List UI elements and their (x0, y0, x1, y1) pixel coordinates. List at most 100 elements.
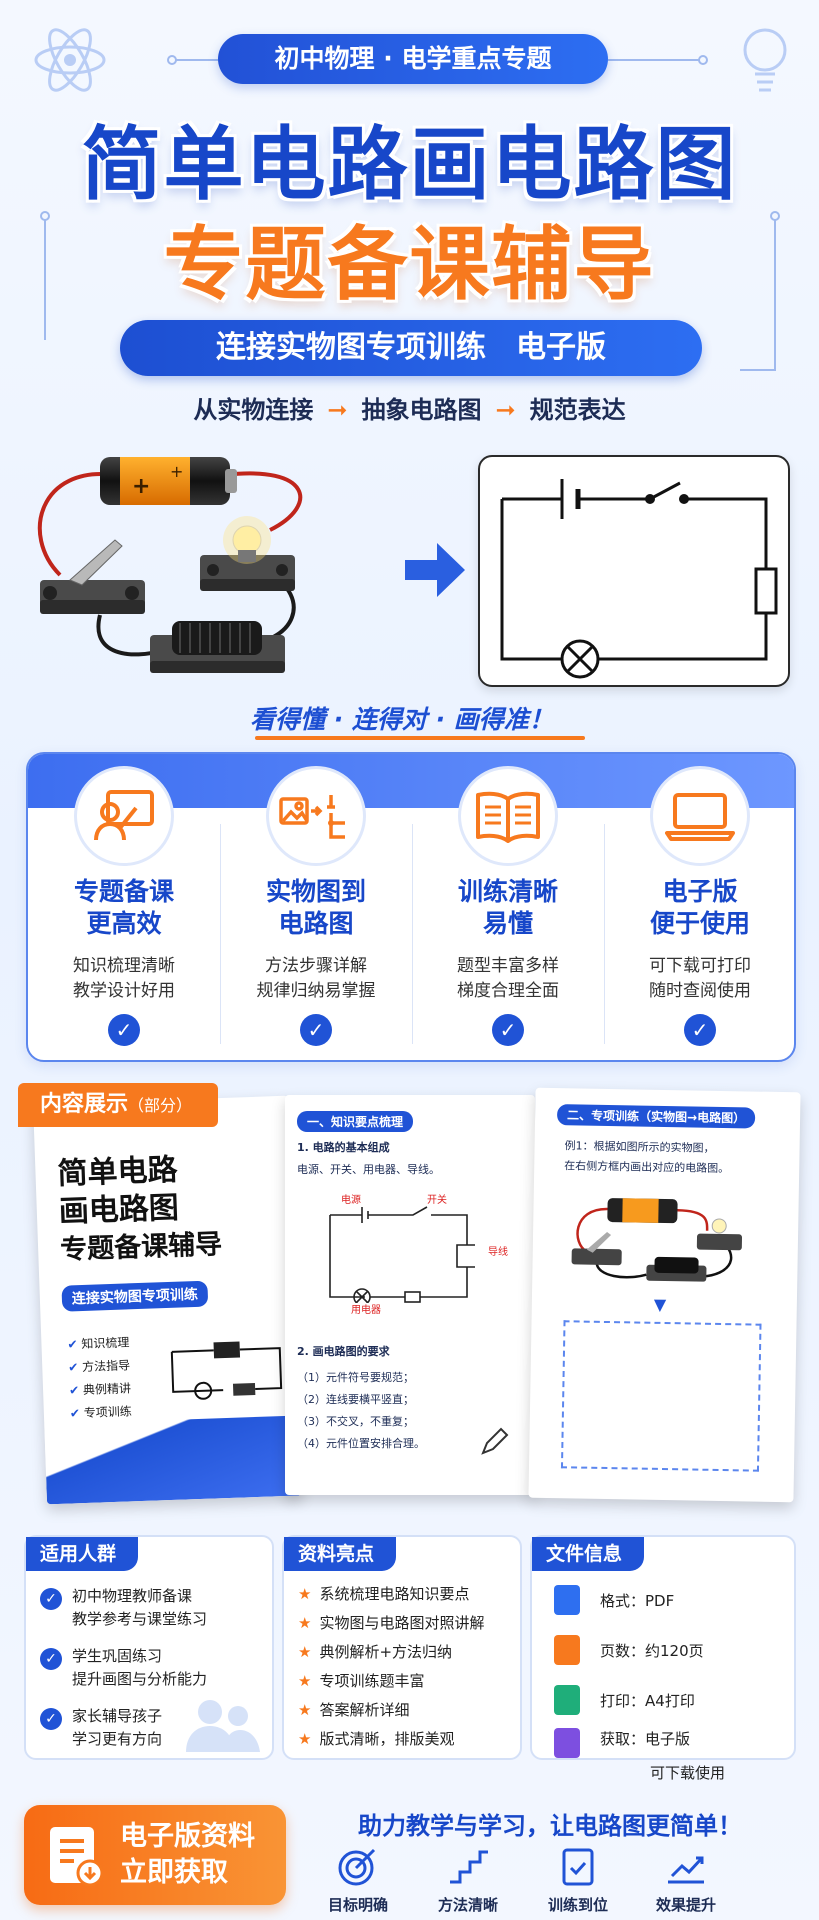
page2-text: 电源、开关、用电器、导线。 (297, 1163, 440, 1176)
feature-desc: 规律归纳易掌握 (256, 981, 376, 1001)
benefit-label: 效果提升 (655, 1896, 716, 1914)
training-page: 二、专项训练（实物图→电路图） 例1：根据如图所示的实物图， 在右侧方框内画出对… (528, 1087, 801, 1503)
panel-title: 适用人群 (26, 1537, 139, 1571)
feature-desc: 教学设计好用 (73, 981, 175, 1001)
cover-item-label: 典例精讲 (82, 1381, 132, 1398)
svg-text:+: + (170, 462, 183, 481)
mini-circuit (170, 1341, 283, 1400)
check-icon: ✓ (40, 1648, 62, 1670)
section-head: 二、专项训练（实物图→电路图） (556, 1104, 756, 1129)
document-download-icon (50, 1827, 104, 1887)
slogan-underline (255, 736, 585, 740)
check-icon: ✓ (492, 1014, 524, 1046)
highlight-label: 实物图与电路图对照讲解 (319, 1614, 485, 1632)
cta-line1: 电子版资料 (120, 1821, 255, 1852)
feature-desc: 知识梳理清晰 (73, 956, 175, 976)
check-icon: ✓ (684, 1014, 716, 1046)
feature-title: 电路图 (278, 909, 354, 938)
audience-line: 学生巩固练习 (72, 1647, 163, 1665)
cover-title-line1: 简单电路 (56, 1152, 179, 1192)
get-resource-button[interactable]: 电子版资料立即获取 (24, 1805, 286, 1905)
feature-card: 训练清晰易懂 题型丰富多样梯度合理全面 ✓ (412, 754, 604, 1060)
subtitle-pill: 连接实物图专项训练 电子版 (120, 320, 702, 376)
cover-pill: 连接实物图专项训练 (61, 1280, 209, 1312)
check-icon: ✔ (68, 1383, 84, 1398)
highlight-label: 典例解析+方法归纳 (319, 1643, 453, 1661)
svg-text:+: + (132, 474, 150, 499)
highlight-item: ★ 典例解析+方法归纳 (298, 1641, 452, 1662)
stairs-icon (450, 1850, 488, 1884)
physical-circuit-illustration: ++ (37, 457, 303, 673)
highlight-item: ★答案解析详细 (298, 1699, 409, 1720)
label-load: 用电器 (351, 1305, 381, 1316)
audience-line: 提升画图与分析能力 (72, 1670, 208, 1688)
audience-panel: 适用人群 ✓初中物理教师备课教学参考与课堂练习 ✓学生巩固练习提升画图与分析能力… (24, 1535, 274, 1760)
feature-desc: 题型丰富多样 (457, 956, 559, 976)
cover-item: ✔ 典例精讲 (69, 1377, 132, 1402)
feature-panel: 专题备课更高效 知识梳理清晰教学设计好用 ✓ 实物图到电路图 方法步骤详解规律归… (26, 752, 796, 1062)
label-wire: 导线 (488, 1247, 508, 1258)
download-icon (554, 1728, 580, 1758)
fileinfo-value: 约120页 (645, 1642, 704, 1660)
mini-physical-circuit (571, 1198, 743, 1282)
feature-title: 电子版 (662, 877, 738, 906)
check-icon: ✓ (40, 1588, 62, 1610)
feature-desc: 可下载可打印 (649, 956, 751, 976)
fileinfo-key: 页数： (600, 1642, 646, 1660)
requirement-item: （4）元件位置安排合理。 (297, 1437, 425, 1450)
topic-pill: 初中物理 · 电学重点专题 (218, 34, 608, 84)
page-title-line2: 专题备课辅导 (163, 218, 656, 311)
check-icon: ✔ (67, 1337, 82, 1352)
circuit-decoration (40, 55, 780, 371)
feature-title: 便于使用 (649, 909, 750, 938)
showcase-tag-note: （部分） (128, 1096, 193, 1115)
slogan: 看得懂 · 连得对 · 画得准！ (250, 705, 554, 734)
printer-icon (554, 1685, 580, 1715)
feature-title: 易懂 (482, 909, 533, 938)
star-icon: ★ (298, 1643, 312, 1661)
laptop-icon (650, 766, 750, 866)
highlight-label: 系统梳理电路知识要点 (319, 1585, 470, 1603)
page-title-line1: 简单电路画电路图 (81, 118, 738, 211)
answer-box[interactable] (560, 1320, 762, 1472)
pages-icon (554, 1635, 580, 1665)
highlights-panel: 资料亮点 ★系统梳理电路知识要点 ★实物图与电路图对照讲解 ★典例解析+方法归纳… (282, 1535, 522, 1760)
cover-item: ✔ 知识梳理 (67, 1331, 130, 1356)
feature-card: 电子版便于使用 可下载可打印随时查阅使用 ✓ (604, 754, 794, 1060)
label-switch: 开关 (427, 1195, 447, 1206)
big-arrow-right-icon (405, 543, 465, 597)
highlight-label: 专项训练题丰富 (319, 1672, 425, 1690)
page2-heading: 2. 画电路图的要求 (297, 1345, 390, 1358)
arrow-right-icon: ➞ (495, 396, 516, 424)
star-icon: ★ (298, 1585, 312, 1603)
label-source: 电源 (341, 1195, 361, 1206)
benefit-item: 目标明确 (308, 1846, 408, 1915)
fileinfo-value: 电子版 (645, 1730, 691, 1748)
star-icon: ★ (298, 1701, 312, 1719)
check-icon: ✓ (40, 1708, 62, 1730)
picture-to-circuit-icon (266, 766, 366, 866)
requirement-item: （3）不交叉，不重复； (297, 1415, 414, 1428)
fileinfo-value-extra: 可下载使用 (650, 1764, 726, 1782)
requirement-item: （2）连线要横平竖直； (297, 1393, 414, 1406)
feature-desc: 方法步骤详解 (265, 956, 367, 976)
cta-line2: 立即获取 (120, 1857, 228, 1888)
showcase-tag-label: 内容展示 (40, 1092, 129, 1117)
cover-wave (44, 1415, 302, 1505)
benefit-item: 训练到位 (528, 1846, 628, 1915)
audience-line: 家长辅导孩子 (72, 1707, 163, 1725)
check-icon: ✓ (300, 1014, 332, 1046)
cover-title-line2: 画电路图 (58, 1190, 180, 1230)
requirement-item: （1）元件符号要规范； (297, 1371, 414, 1384)
knowledge-page: 一、知识要点梳理 1. 电路的基本组成 电源、开关、用电器、导线。 电源 开关 … (285, 1095, 535, 1495)
open-book-icon (458, 766, 558, 866)
cover-item-label: 知识梳理 (81, 1335, 130, 1352)
divider (220, 824, 221, 1044)
people-icon (186, 1700, 260, 1752)
section-head: 一、知识要点梳理 (297, 1111, 414, 1132)
cover-page: 简单电路 画电路图 专题备课辅导 连接实物图专项训练 ✔ 知识梳理 ✔ 方法指导… (33, 1095, 302, 1505)
atom-icon (34, 28, 106, 92)
knowledge-circuit (329, 1206, 475, 1303)
circuit-diagram (500, 479, 778, 679)
star-icon: ★ (298, 1614, 312, 1632)
